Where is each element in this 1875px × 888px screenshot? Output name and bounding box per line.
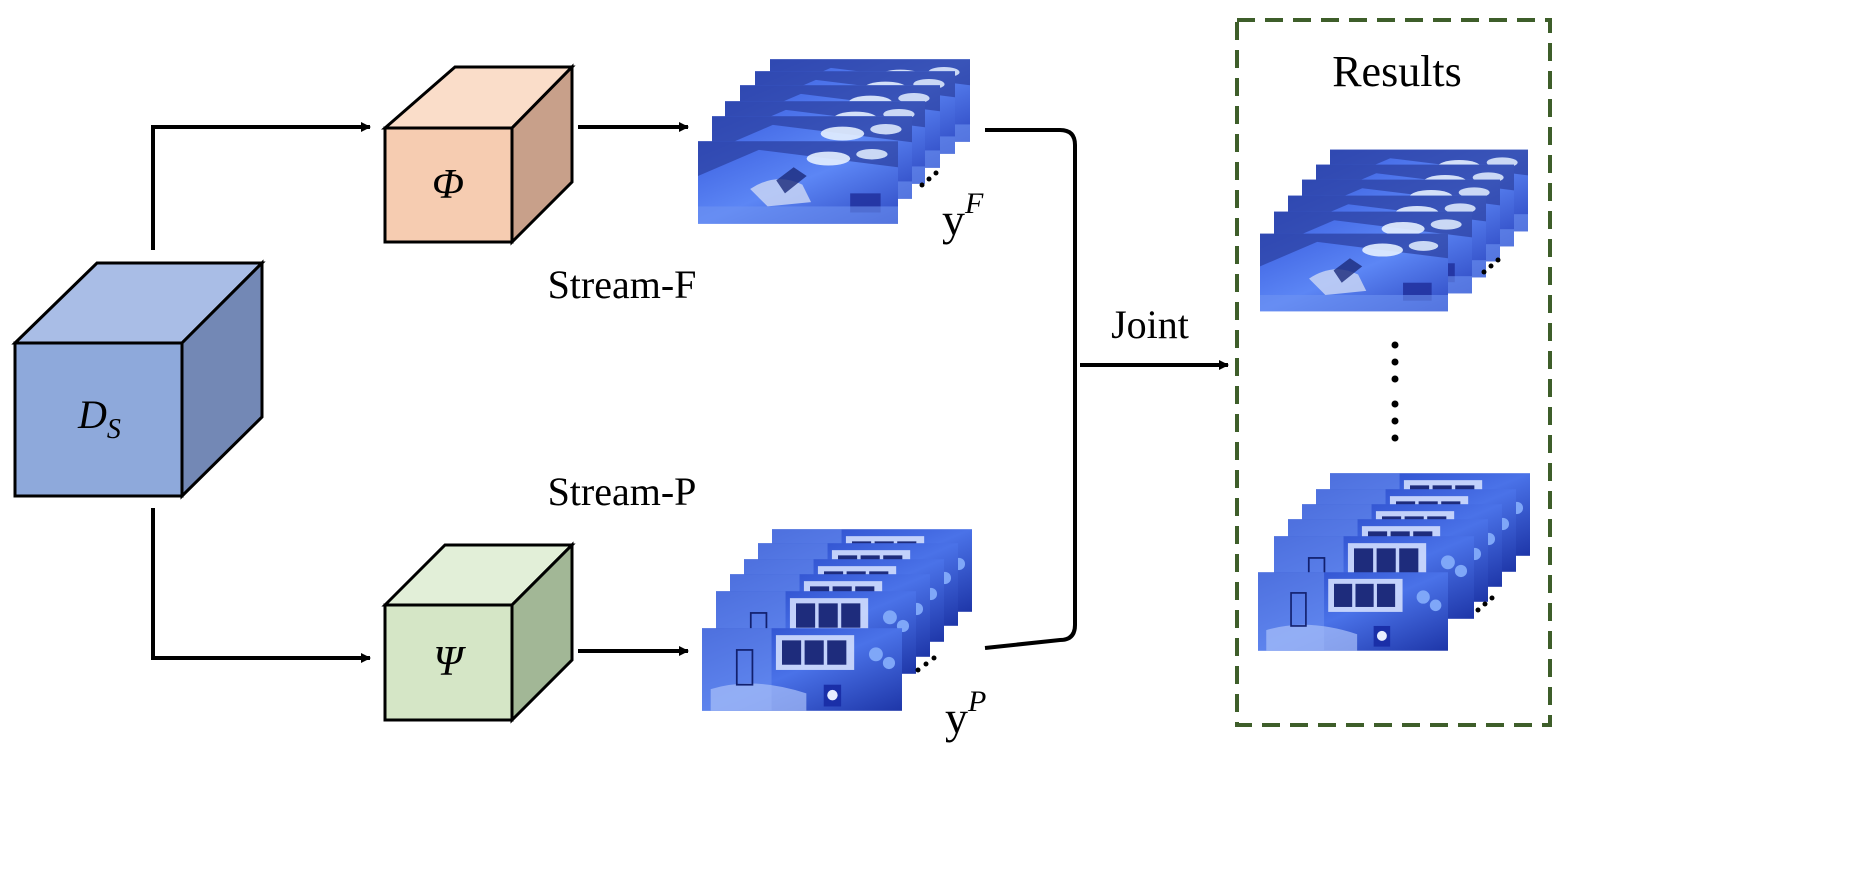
video-frame-icon (1258, 571, 1448, 652)
output-yp-label: yP (945, 685, 986, 743)
stream-f-frame-stack (698, 59, 970, 224)
phi-cube: Φ (380, 63, 576, 246)
output-yf-label: yF (942, 187, 984, 245)
video-frame-icon (702, 627, 902, 712)
arrow-ds-to-phi (151, 122, 371, 250)
stream-p-frame-stack (702, 528, 972, 712)
joint-bracket (984, 128, 1077, 650)
results-vertical-ellipsis (1391, 341, 1399, 442)
ellipsis-dots (919, 170, 939, 188)
stream-p-label: Stream-P (548, 469, 697, 514)
stream-f-label: Stream-F (548, 262, 697, 307)
video-frame-icon (1260, 233, 1448, 312)
arrow-ds-to-psi (151, 508, 371, 663)
ellipsis-dots (1475, 595, 1495, 613)
results-title: Results (1332, 47, 1462, 96)
psi-symbol: Ψ (433, 639, 466, 685)
phi-symbol: Φ (432, 162, 464, 208)
results-frame-stack-bottom (1258, 472, 1530, 652)
results-frame-stack-top (1260, 149, 1528, 312)
video-frame-icon (698, 141, 898, 224)
source-cube: DS (11, 259, 266, 500)
source-cube-label: DS (77, 392, 121, 445)
results-border (1235, 18, 1552, 727)
psi-cube: Ψ (381, 541, 576, 724)
ellipsis-dots (915, 655, 937, 673)
source-cube-front (13, 341, 184, 498)
psi-cube-front (383, 603, 514, 722)
ellipsis-dots (1481, 257, 1501, 275)
joint-label: Joint (1111, 302, 1189, 347)
connectors (151, 122, 1229, 663)
phi-cube-front (383, 126, 514, 244)
results-panel: Results (1235, 18, 1552, 727)
